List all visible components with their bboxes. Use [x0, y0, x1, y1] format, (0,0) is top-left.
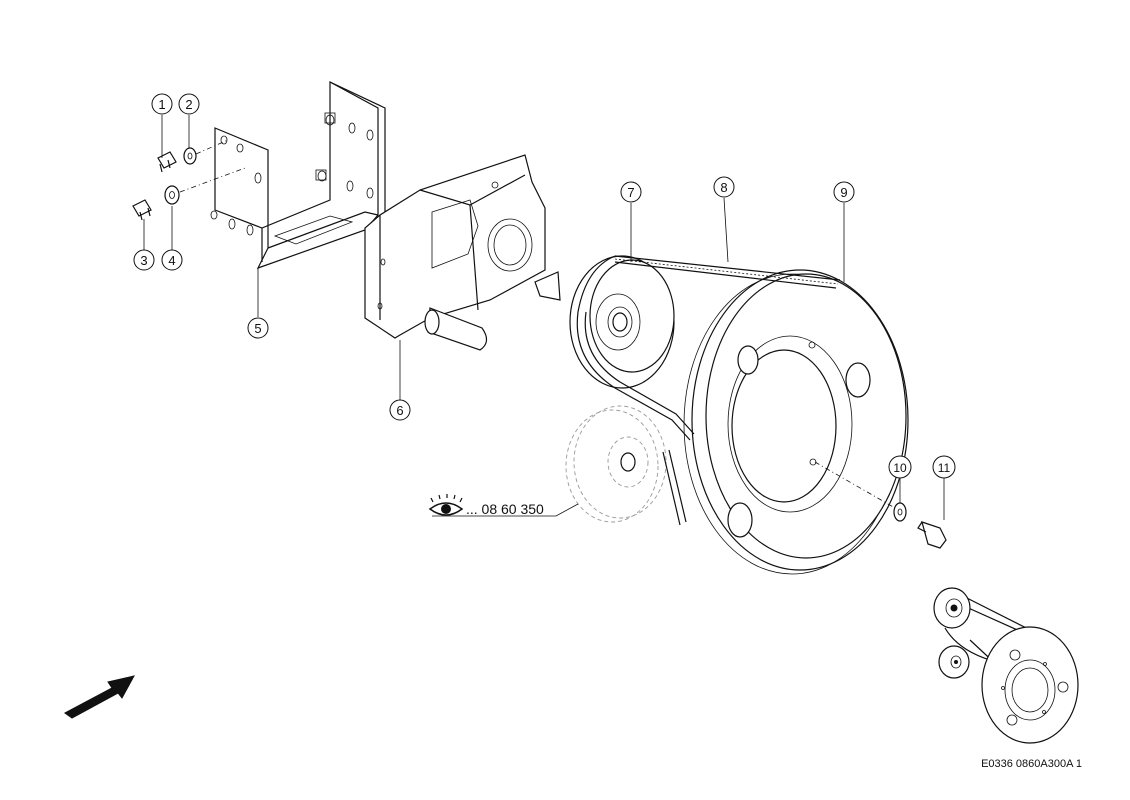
svg-text:10: 10 [893, 461, 907, 475]
assembled-view-thumbnail [933, 587, 1079, 744]
callout-10: 10 [888, 455, 912, 479]
callout-9: 9 [833, 181, 855, 203]
direction-arrow-icon [64, 675, 135, 719]
screw-part-1 [157, 151, 177, 173]
drive-pulley-part-9 [683, 269, 909, 575]
washer-part-2 [183, 147, 197, 165]
svg-text:5: 5 [254, 321, 261, 336]
callout-7: 7 [620, 181, 642, 203]
callout-3: 3 [133, 249, 155, 271]
washer-part-4 [164, 185, 180, 205]
svg-text:3: 3 [140, 253, 147, 268]
motor-mount-part-6 [364, 154, 561, 351]
svg-text:1: 1 [158, 97, 165, 112]
callout-11: 11 [932, 455, 956, 479]
reference-number: ... 08 60 350 [466, 501, 544, 517]
idler-pulley-part-7 [569, 255, 675, 389]
svg-text:6: 6 [396, 403, 403, 418]
leader-lines [143, 115, 945, 520]
screw-part-3 [132, 199, 152, 221]
drawing-code: E0336 0860A300A 1 [981, 758, 1082, 770]
callout-1: 1 [151, 93, 173, 115]
u-bracket-part-5 [210, 80, 386, 270]
svg-text:9: 9 [840, 185, 847, 200]
callout-5: 5 [247, 317, 269, 339]
callout-6: 6 [389, 399, 411, 421]
svg-text:8: 8 [720, 180, 727, 195]
bolt-part-11 [917, 521, 947, 549]
eye-icon [428, 494, 464, 516]
callout-2: 2 [178, 93, 200, 115]
svg-text:7: 7 [627, 185, 634, 200]
callout-4: 4 [161, 249, 183, 271]
callout-8: 8 [713, 176, 735, 198]
ghost-pulley-reference [565, 405, 667, 523]
svg-text:11: 11 [938, 461, 951, 475]
svg-text:4: 4 [168, 253, 175, 268]
v-belt-part-8 [576, 255, 841, 526]
washer-part-10 [893, 502, 907, 522]
assembly-line-10 [814, 461, 896, 509]
svg-text:2: 2 [185, 97, 192, 112]
